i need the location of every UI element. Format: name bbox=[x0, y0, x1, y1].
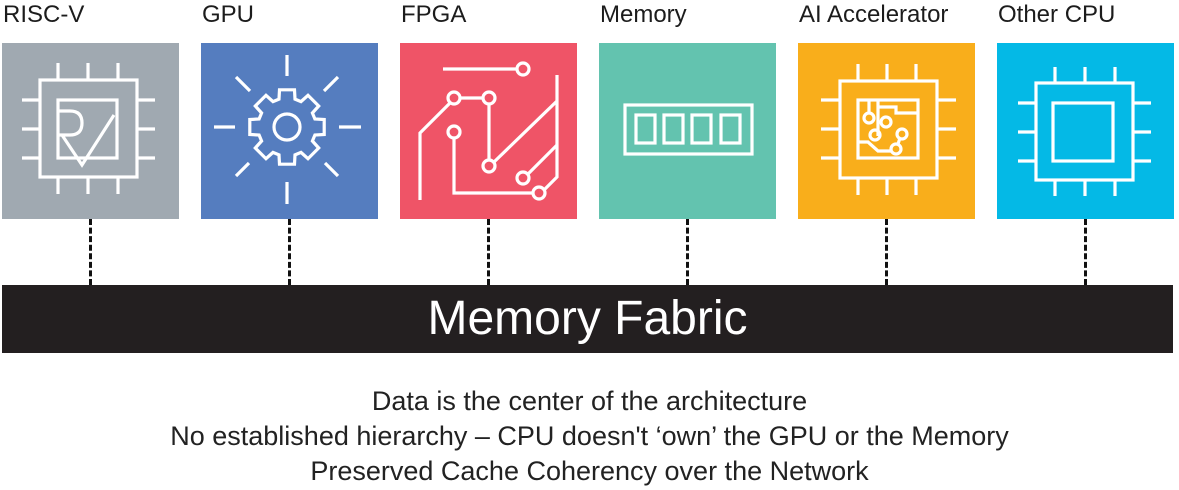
component-tile bbox=[2, 43, 179, 219]
component-label: RISC-V bbox=[3, 1, 85, 28]
connector-line bbox=[89, 219, 92, 285]
memory-module-icon bbox=[623, 103, 754, 156]
component-label: Memory bbox=[600, 1, 687, 28]
component-label: FPGA bbox=[401, 1, 467, 28]
connector-line bbox=[1084, 219, 1087, 285]
component-tile bbox=[400, 43, 577, 219]
connector-line bbox=[487, 219, 490, 285]
connector-line bbox=[686, 219, 689, 285]
component-label: AI Accelerator bbox=[799, 1, 949, 28]
connector-line bbox=[885, 219, 888, 285]
memory-fabric-bar: Memory Fabric bbox=[2, 285, 1173, 353]
circuit-icon bbox=[418, 61, 559, 201]
component-tile bbox=[201, 43, 378, 219]
component-tile bbox=[798, 43, 975, 219]
connector-line bbox=[288, 219, 291, 285]
component-label: Other CPU bbox=[998, 1, 1116, 28]
component-label: GPU bbox=[202, 1, 255, 28]
risc-v-chip-icon bbox=[22, 63, 155, 194]
cpu-chip-icon bbox=[1018, 67, 1151, 196]
note-line: Preserved Cache Coherency over the Netwo… bbox=[310, 456, 869, 486]
gear-icon bbox=[214, 55, 361, 204]
note-line: Data is the center of the architecture bbox=[371, 386, 808, 416]
component-tile bbox=[599, 43, 776, 219]
ai-chip-icon bbox=[821, 64, 956, 195]
note-line: No established hierarchy – CPU doesn't ‘… bbox=[170, 421, 1009, 451]
component-tile bbox=[997, 43, 1174, 219]
notes: Data is the center of the architecture N… bbox=[0, 384, 1179, 489]
